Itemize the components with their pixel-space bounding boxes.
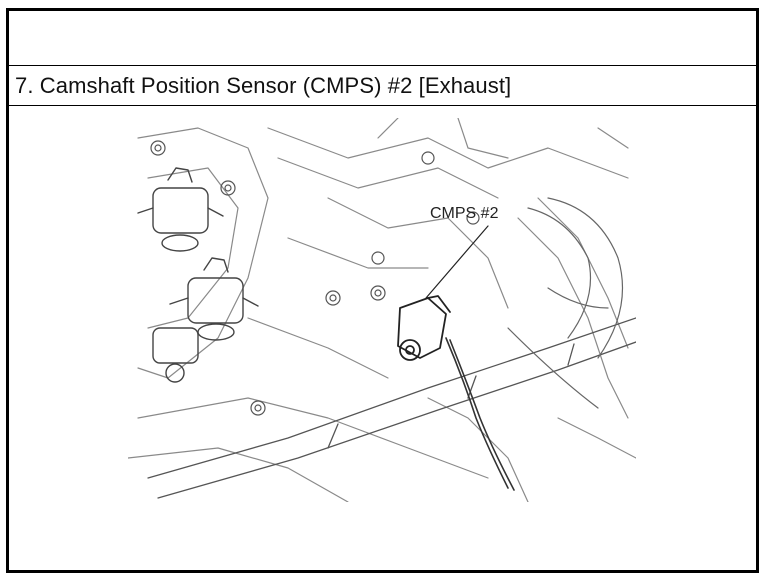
cmps-sensor	[397, 295, 451, 361]
bolt-heads	[150, 140, 480, 416]
harness-tube	[147, 317, 636, 499]
cmps-callout-label: CMPS #2	[430, 205, 499, 222]
section-title: 7. Camshaft Position Sensor (CMPS) #2 [E…	[15, 73, 512, 98]
callout-leader-line	[425, 225, 489, 299]
ignition-coil-upper	[137, 167, 224, 252]
document-frame: 7. Camshaft Position Sensor (CMPS) #2 [E…	[6, 8, 759, 573]
ignition-coil-bottom	[152, 327, 199, 383]
exhaust-manifold	[507, 197, 624, 409]
engine-illustration	[128, 118, 636, 502]
engine-block-lines	[128, 118, 636, 502]
ignition-coil-lower	[169, 257, 259, 341]
title-row: 7. Camshaft Position Sensor (CMPS) #2 [E…	[9, 66, 756, 106]
header-row	[9, 11, 756, 66]
cmps-connector-wire	[445, 337, 515, 491]
